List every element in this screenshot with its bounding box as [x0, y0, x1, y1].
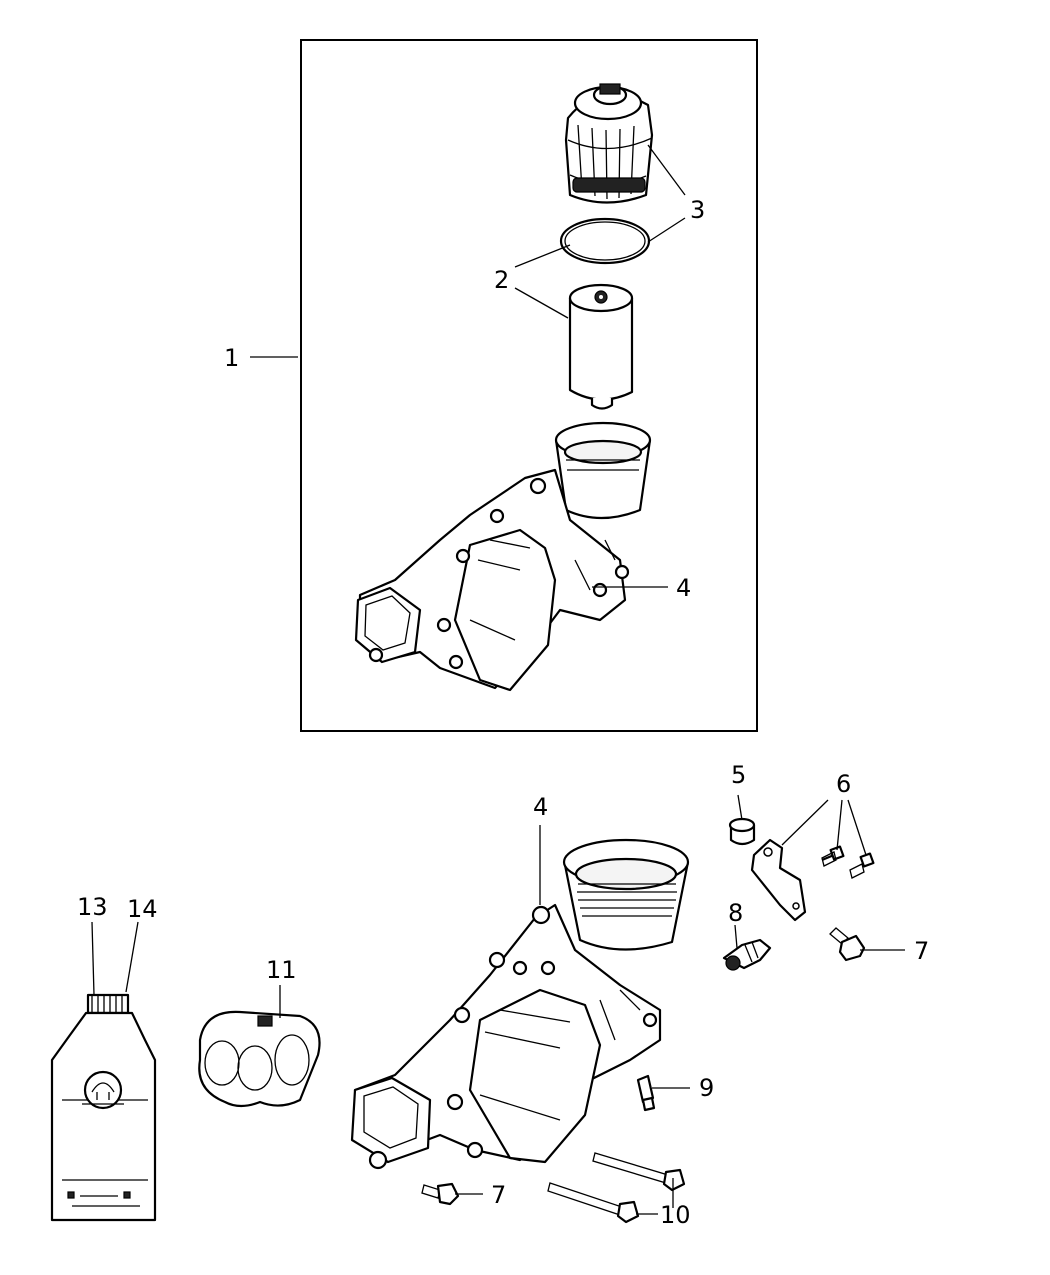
bolt-7-right [829, 927, 866, 962]
long-bolt-lower [547, 1182, 640, 1224]
callout-4-top: 4 [676, 574, 691, 602]
bolt-7-bottom [421, 1182, 460, 1206]
oil-bottle-part [50, 993, 157, 1222]
callout-1: 1 [224, 344, 239, 372]
filter-housing-top [354, 421, 652, 692]
filter-element-part [568, 283, 634, 410]
filter-cap-part [564, 83, 654, 204]
bracket-bolt-1 [821, 845, 845, 867]
fitting-part [636, 1074, 656, 1112]
callout-6: 6 [836, 770, 851, 798]
pressure-sensor-part [722, 938, 772, 971]
gasket-part [198, 1010, 321, 1108]
callout-3: 3 [690, 196, 705, 224]
callout-5: 5 [731, 761, 746, 789]
spacer-part [728, 817, 756, 846]
o-ring-part [559, 217, 651, 265]
long-bolt-upper [592, 1152, 686, 1192]
callout-9: 9 [699, 1074, 714, 1102]
callout-7-bottom: 7 [491, 1181, 506, 1209]
callout-8: 8 [728, 899, 743, 927]
callout-11: 11 [266, 956, 297, 984]
callout-10: 10 [660, 1201, 691, 1229]
callout-13: 13 [77, 893, 108, 921]
assembly-box [300, 39, 758, 732]
bracket-bolt-2 [849, 852, 875, 879]
callout-2: 2 [494, 266, 509, 294]
filter-housing-bottom [350, 838, 690, 1170]
bracket-part [750, 838, 807, 922]
callout-14: 14 [127, 895, 158, 923]
callout-7-right: 7 [914, 937, 929, 965]
callout-4-bottom: 4 [533, 793, 548, 821]
leader-lines [91, 144, 905, 1215]
